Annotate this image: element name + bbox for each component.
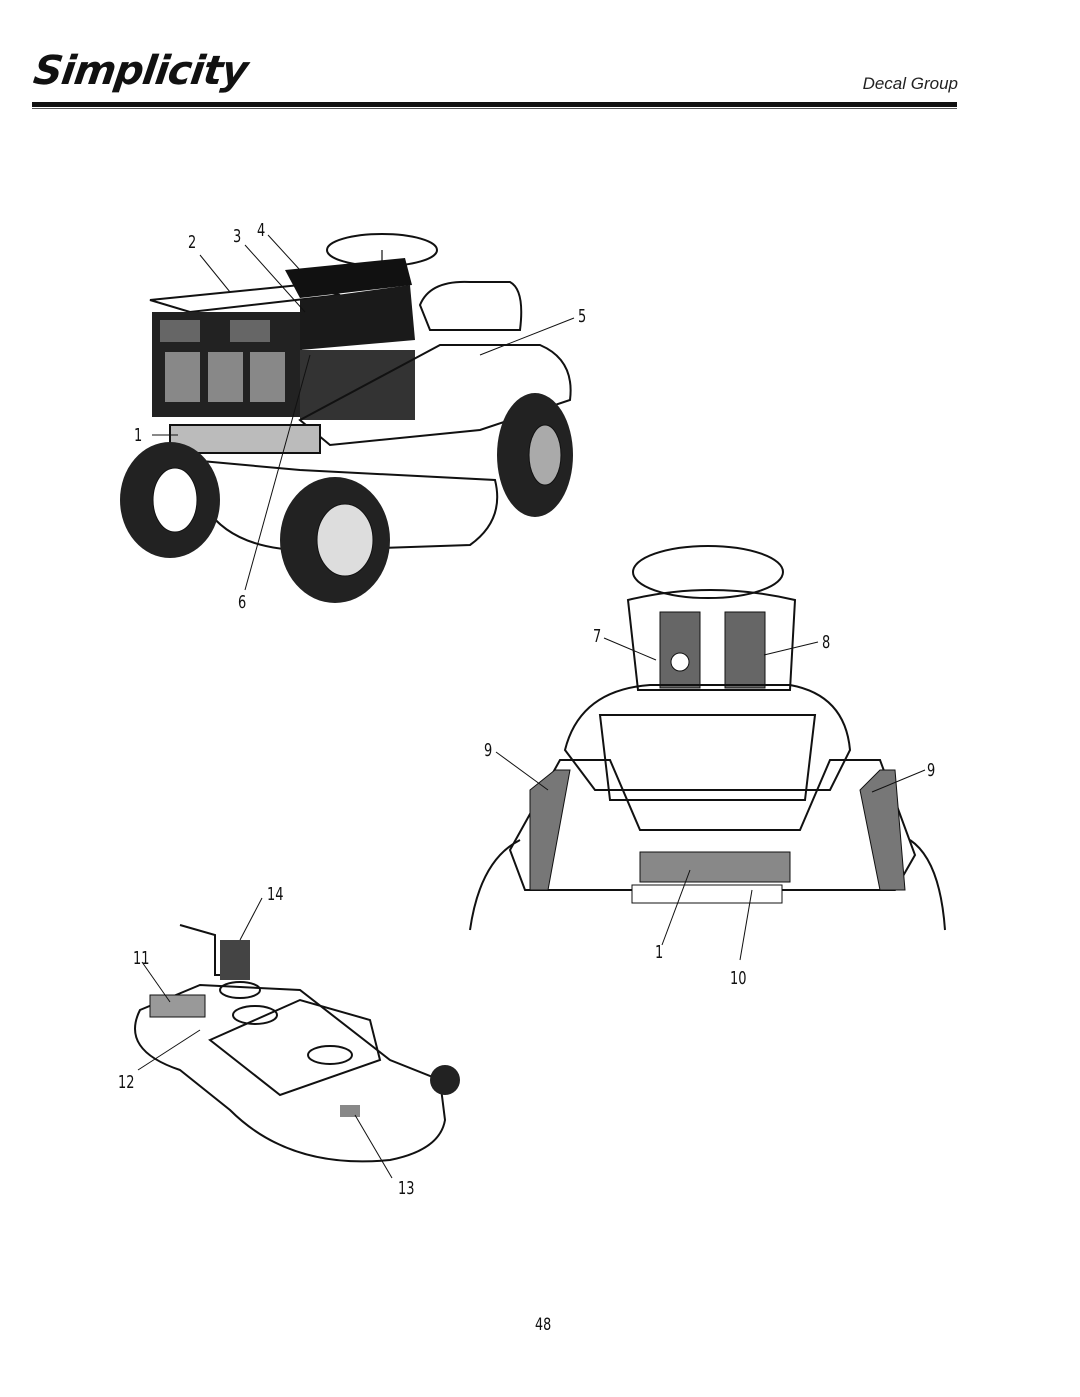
callout-8: 8: [822, 632, 831, 653]
callout-5: 5: [578, 306, 587, 327]
rear-view-drawing: [469, 545, 946, 931]
callout-10: 10: [730, 968, 747, 989]
tractor-drawing: [120, 233, 573, 603]
mower-deck-drawing: [134, 924, 460, 1163]
callout-1-rear: 1: [655, 942, 664, 963]
callout-1: 1: [134, 425, 143, 446]
callout-3: 3: [233, 226, 242, 247]
callout-11: 11: [133, 948, 150, 969]
callout-6: 6: [238, 592, 247, 613]
section-title: Decal Group: [862, 74, 958, 93]
callout-4: 4: [257, 220, 266, 241]
callout-13: 13: [398, 1178, 415, 1199]
header-rule-thin: [32, 108, 957, 109]
callout-9-left: 9: [484, 740, 493, 761]
callout-7: 7: [593, 626, 602, 647]
callout-2: 2: [188, 232, 197, 253]
header-rule: [32, 102, 957, 107]
callout-12: 12: [118, 1072, 135, 1093]
callout-9-right: 9: [927, 760, 936, 781]
callout-14: 14: [267, 884, 284, 905]
page-number: 48: [535, 1315, 552, 1335]
